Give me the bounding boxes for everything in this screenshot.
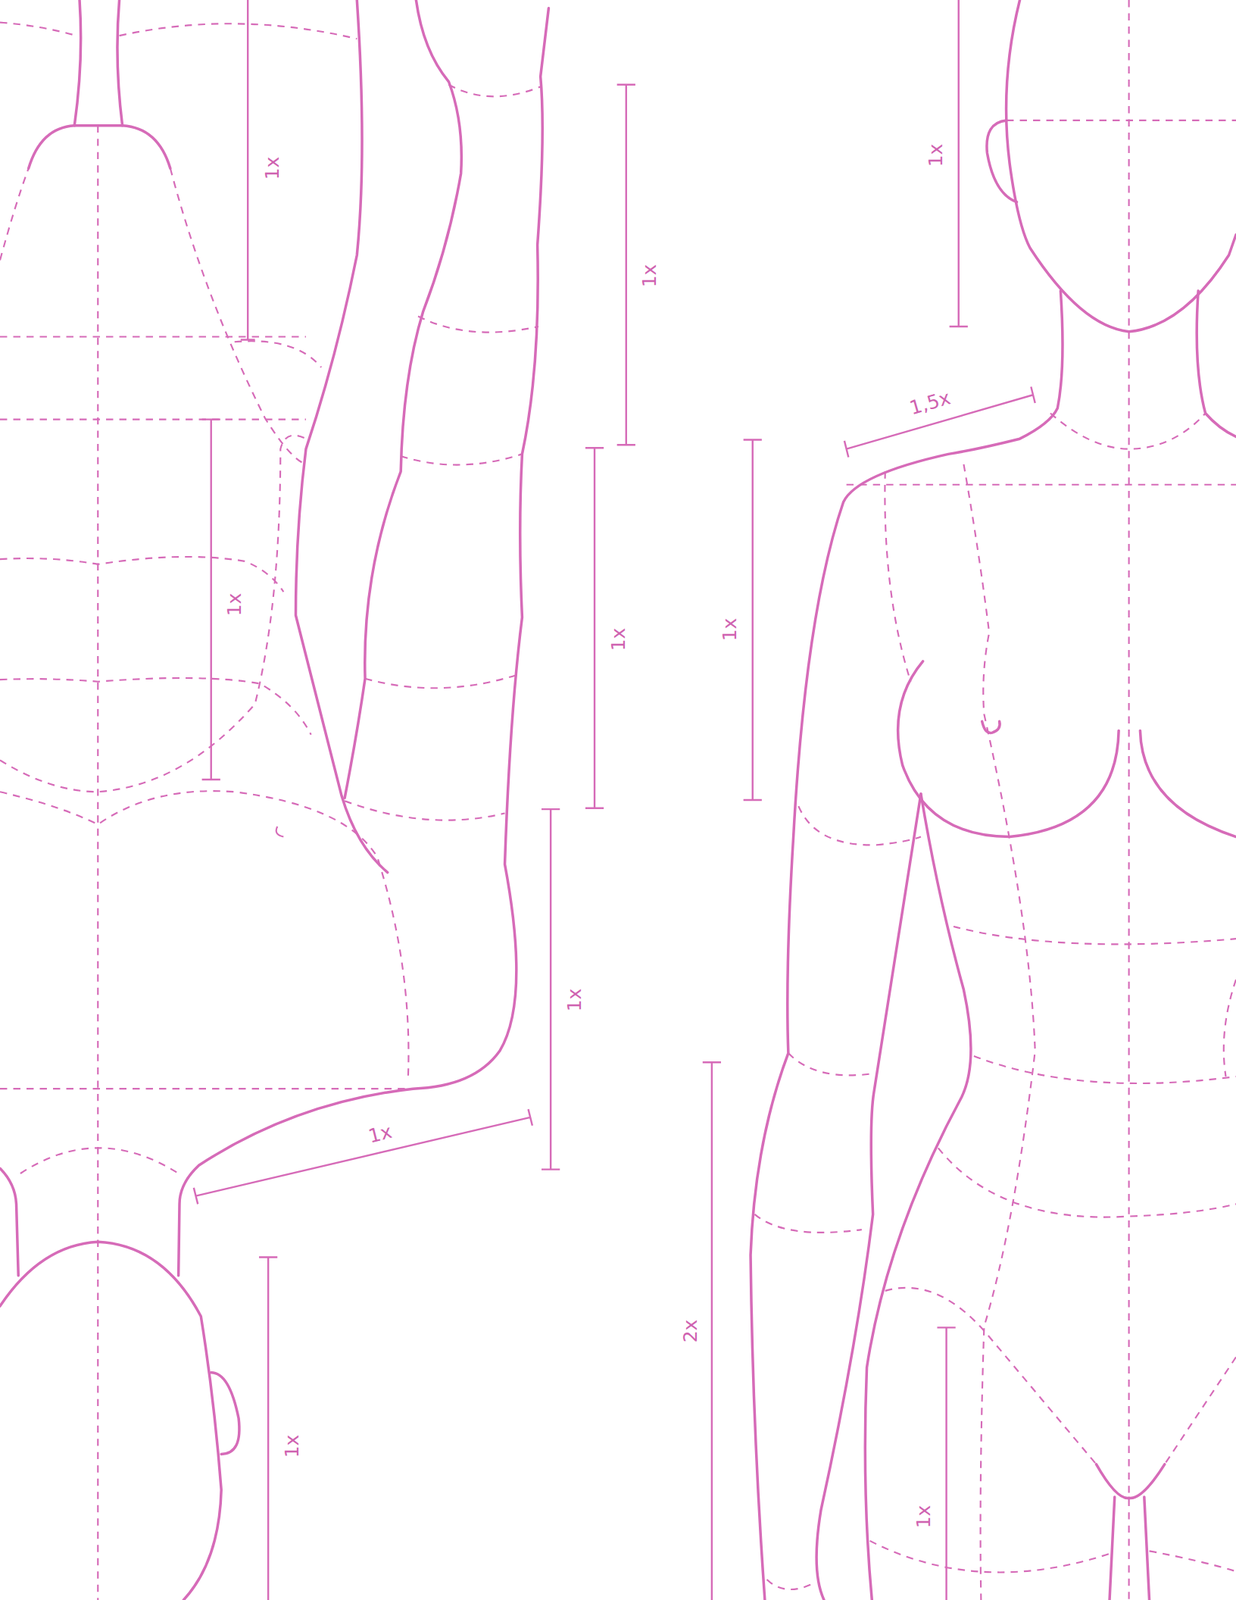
dimension-label: 2x	[680, 1317, 702, 1346]
dimension-label: 1,5x	[905, 386, 956, 419]
dimension-label: 1x	[364, 1120, 397, 1149]
dimension-label: 1x	[224, 590, 246, 619]
dimension-label: 1x	[925, 140, 947, 169]
dimension-label: 1x	[719, 614, 741, 643]
dimension-label: 1x	[564, 985, 587, 1014]
dimension-label: 1x	[282, 1432, 304, 1461]
measure-bars	[193, 0, 1036, 1600]
dimension-label: 1x	[608, 625, 631, 654]
dimension-label: 1x	[639, 261, 661, 290]
dimension-label: 1x	[913, 1502, 935, 1531]
navel-mark	[276, 826, 285, 837]
dimension-label: 1x	[262, 154, 284, 183]
